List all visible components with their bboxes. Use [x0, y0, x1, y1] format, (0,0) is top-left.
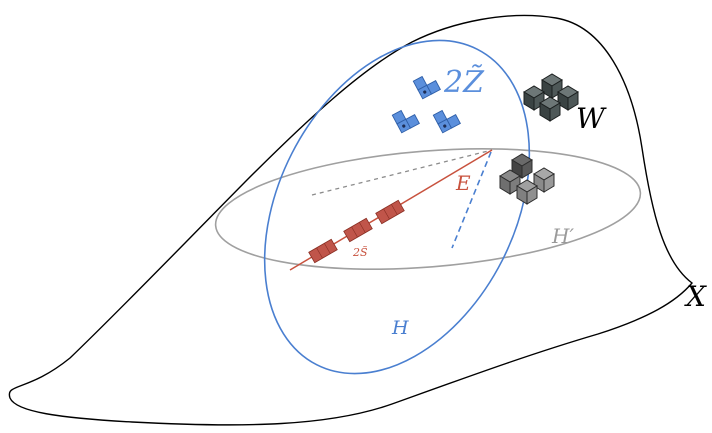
dashed-segment-gray — [311, 149, 493, 196]
gray-cubes — [499, 153, 555, 205]
label-x: X — [684, 280, 707, 313]
dark-cubes-w — [523, 73, 579, 122]
label-h-prime: H′ — [551, 224, 574, 248]
region-x-outline — [8, 14, 694, 426]
label-2z-tilde: 2Z̃ — [443, 65, 485, 100]
label-w: W — [576, 102, 607, 135]
blue-blocks-2z — [391, 75, 461, 134]
label-2s-tilde: 2S̃ — [352, 246, 368, 259]
label-h: H — [391, 317, 409, 339]
curve-h — [263, 39, 531, 375]
red-blocks-2s — [308, 199, 405, 264]
curve-h-prime — [214, 148, 642, 270]
label-e: E — [455, 171, 471, 195]
dashed-segment-blue — [451, 151, 492, 249]
